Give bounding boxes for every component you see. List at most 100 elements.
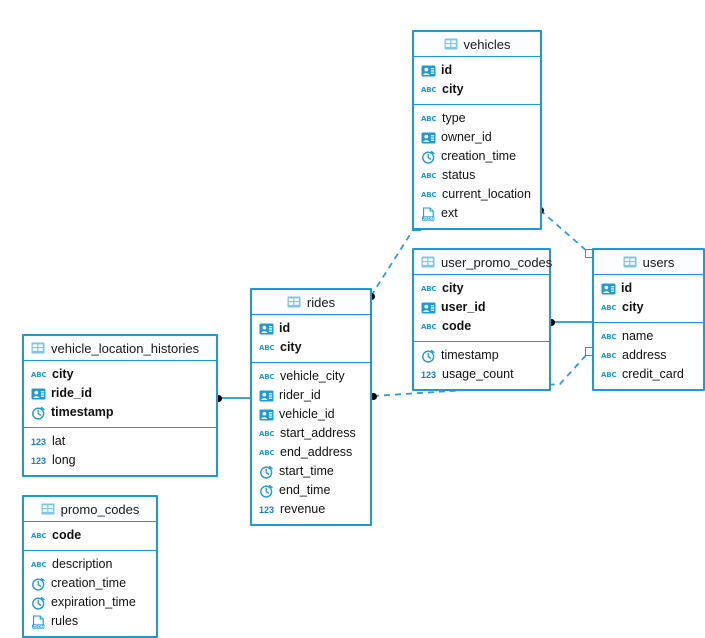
- column-name: end_time: [279, 483, 331, 498]
- column-row[interactable]: end_time: [252, 481, 370, 500]
- column-name: rules: [51, 614, 79, 629]
- relationship-vehicles-rides: [370, 229, 414, 297]
- table-header-vehicles[interactable]: vehicles: [414, 32, 540, 57]
- table-header-user_promo_codes[interactable]: user_promo_codes: [414, 250, 553, 275]
- column-name: current_location: [442, 187, 531, 202]
- column-row[interactable]: JSON rules: [24, 612, 156, 631]
- column-row[interactable]: timestamp: [24, 403, 216, 422]
- clock-icon: [421, 349, 436, 363]
- column-row[interactable]: ABC code: [414, 317, 549, 336]
- number-type-icon: 123: [421, 369, 437, 380]
- id-card-icon: [421, 64, 436, 78]
- svg-text:JSON: JSON: [423, 215, 434, 220]
- number-type-icon: 123: [31, 455, 47, 466]
- column-name: vehicle_city: [280, 369, 345, 384]
- column-row[interactable]: timestamp: [414, 346, 549, 365]
- column-name: creation_time: [441, 149, 517, 164]
- string-type-icon: ABC: [421, 114, 437, 123]
- column-row[interactable]: ABC code: [24, 526, 156, 545]
- column-name: type: [442, 111, 466, 126]
- column-row[interactable]: expiration_time: [24, 593, 156, 612]
- relationship-endpoint-dot: [369, 392, 377, 400]
- column-name: address: [622, 348, 667, 363]
- table-header-users[interactable]: users: [594, 250, 703, 275]
- column-name: city: [622, 300, 644, 315]
- column-name: status: [442, 168, 476, 183]
- column-row[interactable]: start_time: [252, 462, 370, 481]
- column-name: lat: [52, 434, 66, 449]
- column-row[interactable]: ABC address: [594, 346, 703, 365]
- clock-icon: [421, 150, 436, 164]
- column-row[interactable]: user_id: [414, 298, 549, 317]
- column-name: expiration_time: [51, 595, 136, 610]
- string-type-icon: ABC: [31, 531, 47, 540]
- string-type-icon: ABC: [421, 85, 437, 94]
- clock-icon: [31, 596, 46, 610]
- table-title: promo_codes: [60, 501, 140, 517]
- table-title: users: [642, 254, 675, 270]
- table-title: user_promo_codes: [441, 254, 553, 270]
- column-row[interactable]: creation_time: [414, 147, 540, 166]
- column-name: creation_time: [51, 576, 127, 591]
- column-row[interactable]: ride_id: [24, 384, 216, 403]
- string-type-icon: ABC: [421, 322, 437, 331]
- column-row[interactable]: creation_time: [24, 574, 156, 593]
- column-row[interactable]: id: [414, 61, 540, 80]
- table-grid-icon: [421, 256, 435, 268]
- column-name: code: [52, 528, 82, 543]
- json-document-icon: JSON: [31, 614, 46, 629]
- column-row[interactable]: rider_id: [252, 386, 370, 405]
- id-card-icon: [259, 389, 274, 403]
- id-card-icon: [601, 282, 616, 296]
- table-grid-icon: [287, 296, 301, 308]
- column-name: start_address: [280, 426, 356, 441]
- table-grid-icon: [623, 256, 637, 268]
- table-grid-icon: [444, 38, 458, 50]
- column-name: user_id: [441, 300, 486, 315]
- column-name: rider_id: [279, 388, 321, 403]
- table-header-rides[interactable]: rides: [252, 290, 370, 315]
- id-card-icon: [259, 408, 274, 422]
- table-header-promo_codes[interactable]: promo_codes: [24, 497, 156, 522]
- column-row[interactable]: owner_id: [414, 128, 540, 147]
- column-name: code: [442, 319, 472, 334]
- string-type-icon: ABC: [601, 351, 617, 360]
- table-grid-icon: [31, 342, 45, 354]
- table-header-vehicle_location_histories[interactable]: vehicle_location_histories: [24, 336, 216, 361]
- clock-icon: [31, 577, 46, 591]
- column-row[interactable]: id: [594, 279, 703, 298]
- column-name: id: [441, 63, 453, 78]
- column-row[interactable]: id: [252, 319, 370, 338]
- column-name: city: [442, 281, 464, 296]
- column-row[interactable]: vehicle_id: [252, 405, 370, 424]
- column-row[interactable]: ABC type: [414, 109, 540, 128]
